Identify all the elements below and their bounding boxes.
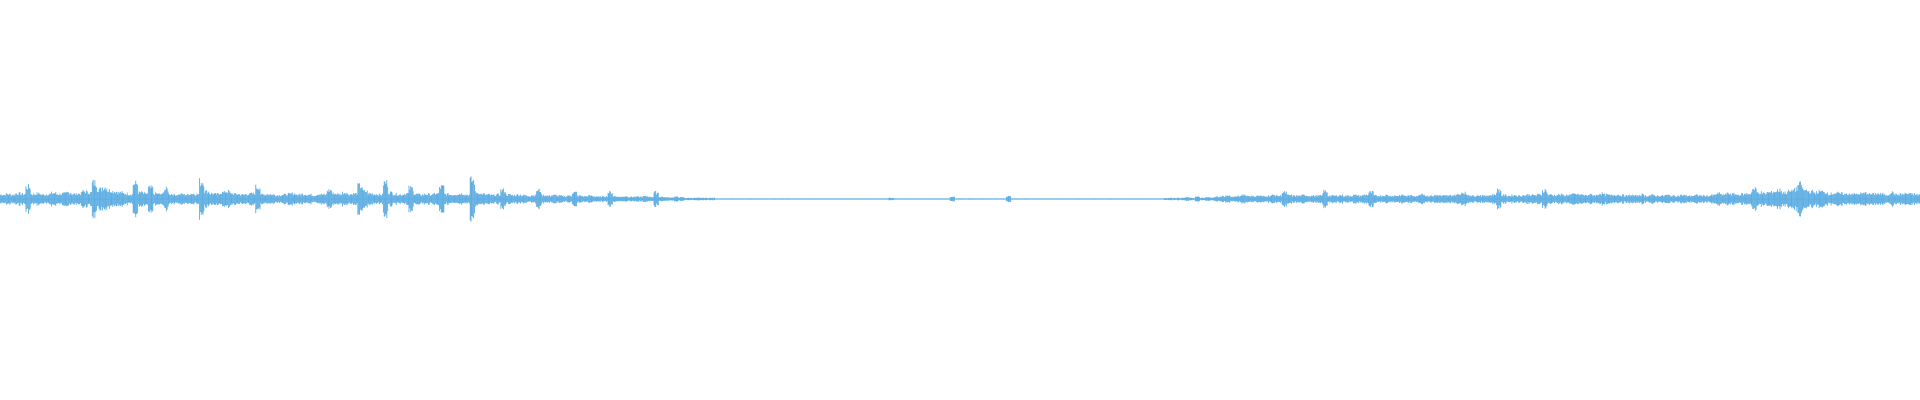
waveform-bars — [0, 176, 1920, 222]
